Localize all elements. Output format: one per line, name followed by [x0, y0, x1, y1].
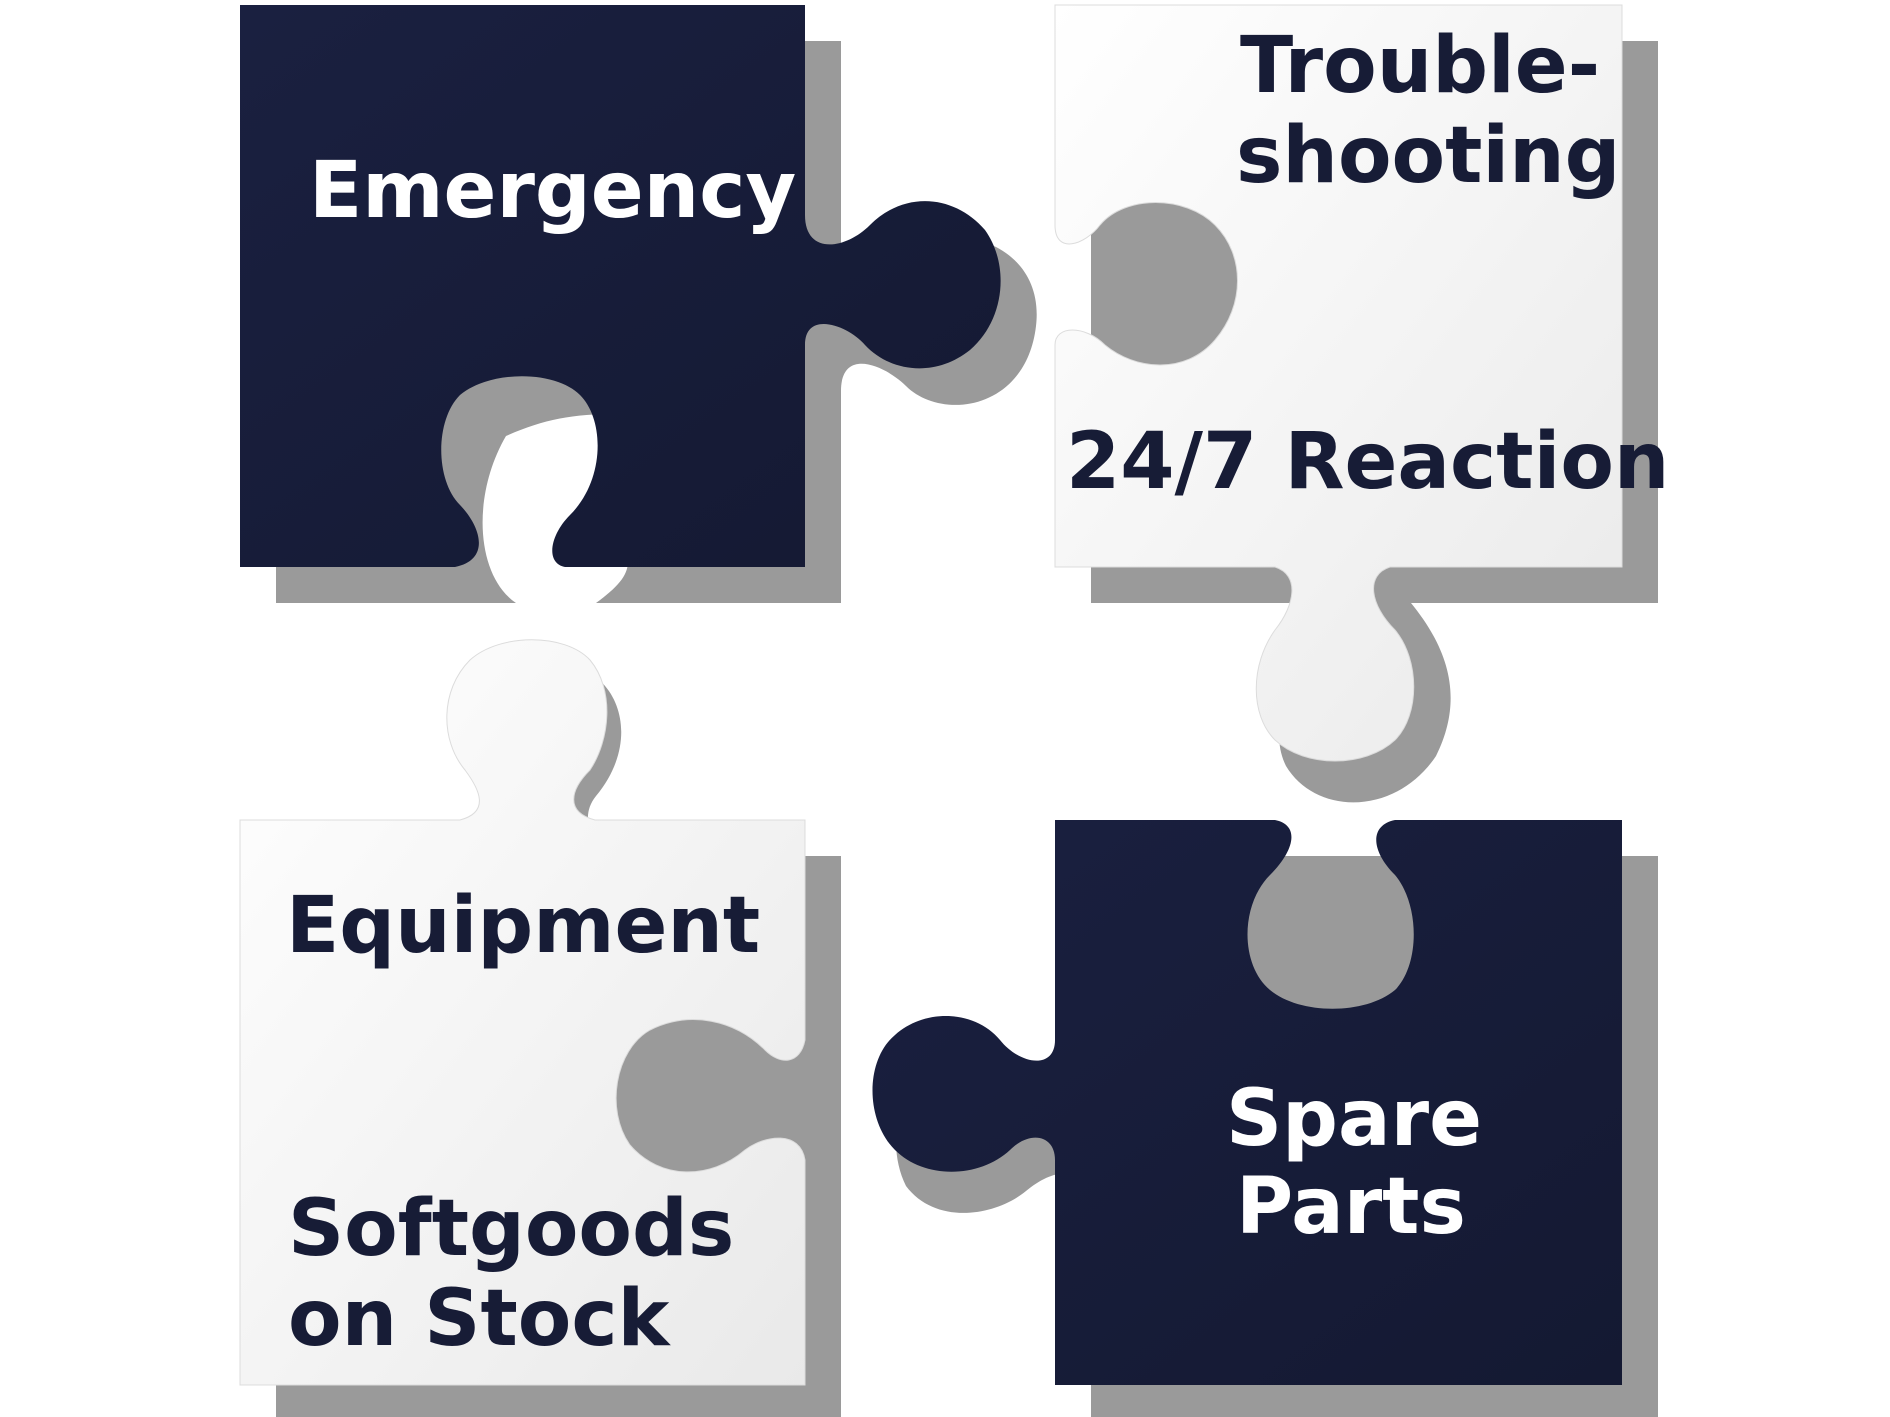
label-emergency: Emergency — [309, 146, 796, 236]
piece-bottom-left — [239, 639, 806, 1386]
label-parts: Parts — [1236, 1162, 1466, 1252]
label-reaction: 24/7 Reaction — [1066, 417, 1669, 507]
label-shooting: shooting — [1236, 111, 1621, 201]
label-trouble: Trouble- — [1240, 21, 1600, 111]
label-top-right: Trouble- shooting 24/7 Reaction — [1066, 21, 1669, 507]
label-on-stock: on Stock — [288, 1274, 672, 1364]
label-bottom-left: Equipment Softgoods on Stock — [286, 881, 760, 1364]
piece-top-right — [1054, 4, 1623, 762]
label-equipment: Equipment — [286, 881, 760, 971]
piece-top-left — [240, 5, 1001, 567]
label-top-left: Emergency — [309, 146, 796, 236]
label-bottom-right: Spare Parts — [1226, 1074, 1482, 1252]
label-spare: Spare — [1226, 1074, 1482, 1164]
label-softgoods: Softgoods — [288, 1184, 734, 1274]
piece-bottom-right — [872, 820, 1622, 1385]
